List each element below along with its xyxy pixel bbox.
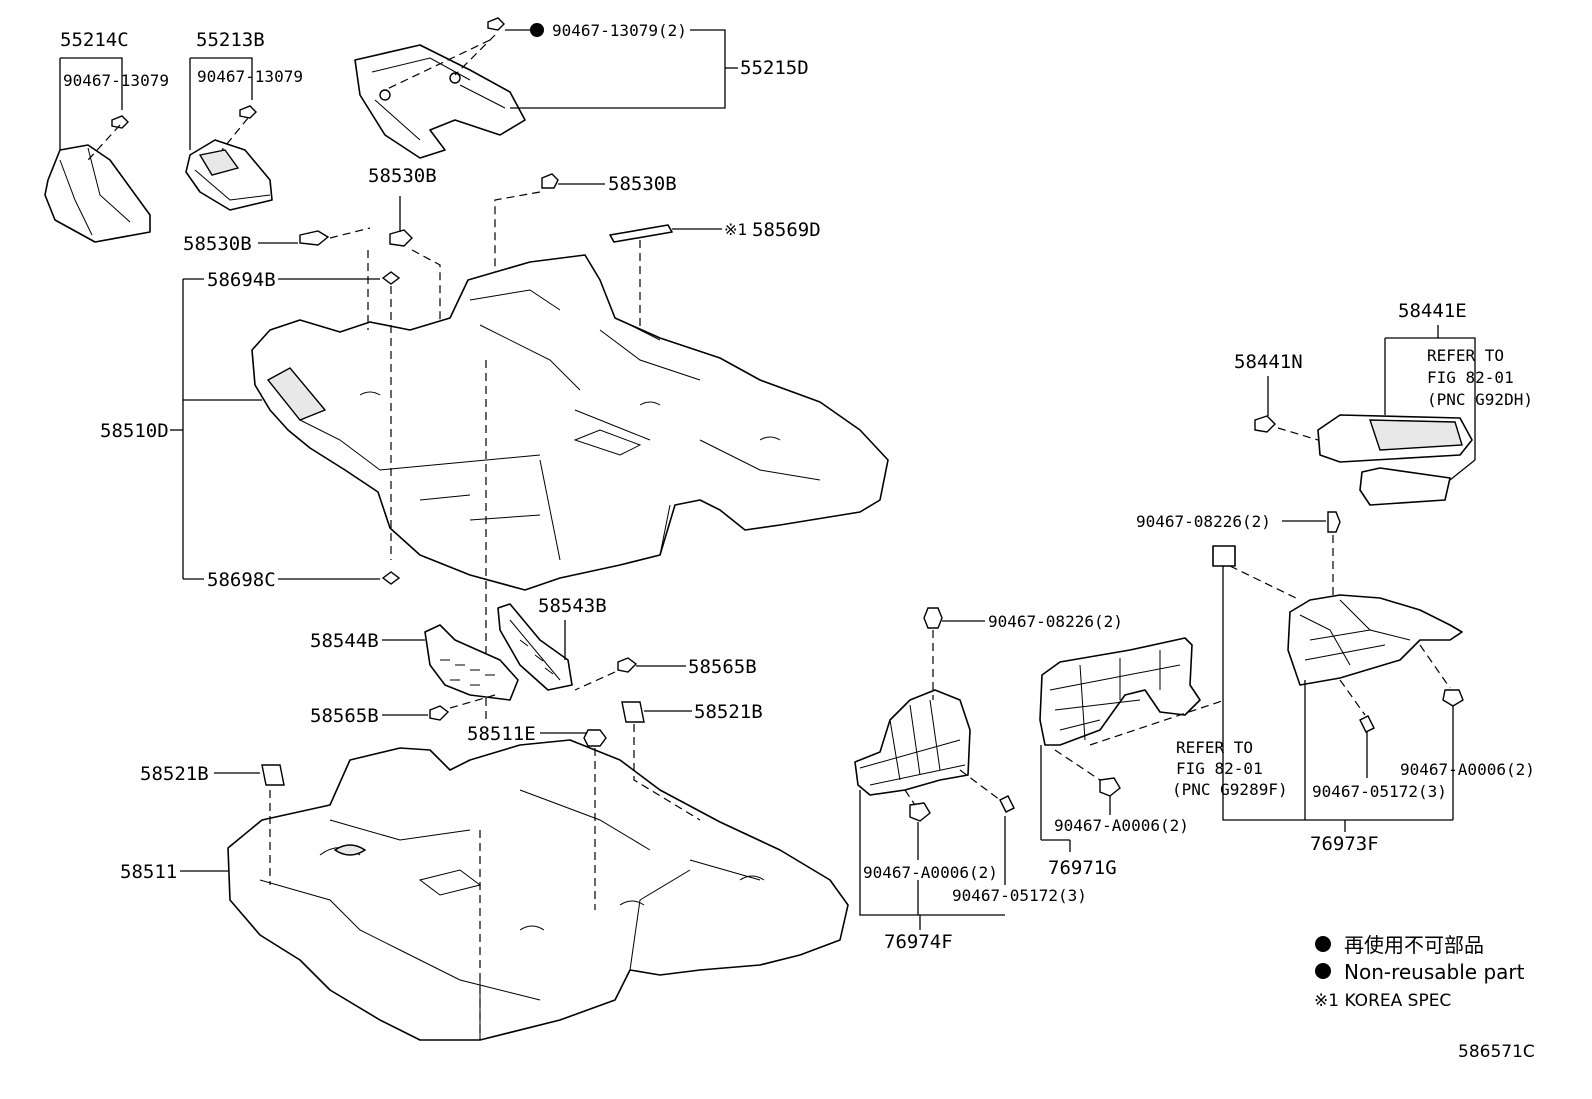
part-55213B-drawing xyxy=(185,105,273,211)
clip-58565B-left xyxy=(382,694,496,721)
label-58521B-left: 58521B xyxy=(140,763,209,785)
label-58521B-right: 58521B xyxy=(694,701,763,723)
label-55214C: 55214C xyxy=(60,29,129,51)
label-58543B: 58543B xyxy=(538,595,607,617)
label-58511: 58511 xyxy=(120,861,177,883)
label-90467-08226-center: 90467-08226(2) xyxy=(988,612,1123,631)
diagram-id: 586571C xyxy=(1458,1042,1535,1062)
label-90467-A0006-mid: 90467-A0006(2) xyxy=(1054,816,1189,835)
part-55215D-drawing xyxy=(354,17,526,159)
label-58544B: 58544B xyxy=(310,630,379,652)
label-90467-A0006-left: 90467-A0006(2) xyxy=(863,863,998,882)
legend-line2: Non-reusable part xyxy=(1344,960,1525,984)
label-76973F: 76973F xyxy=(1310,833,1379,855)
legend-line3: ※1 KOREA SPEC xyxy=(1314,991,1451,1011)
clip-58698C xyxy=(278,571,401,585)
legend-line1: 再使用不可部品 xyxy=(1344,933,1484,957)
label-58565B-right: 58565B xyxy=(688,656,757,678)
label-58441E: 58441E xyxy=(1398,300,1467,322)
non-reusable-dot xyxy=(530,23,544,37)
part-58441E-drawing xyxy=(1317,325,1476,506)
label-58530B-center: 58530B xyxy=(368,165,437,187)
part-58510D-carpet xyxy=(251,254,889,591)
part-76973F-drawing xyxy=(1212,511,1464,832)
label-76974F: 76974F xyxy=(884,931,953,953)
part-76974F-drawing xyxy=(854,607,1015,930)
label-90467-13079-b: 90467-13079 xyxy=(197,67,303,86)
label-58694B: 58694B xyxy=(207,269,276,291)
label-refer2-l2: FIG 82-01 xyxy=(1176,759,1263,778)
label-90467-A0006-right: 90467-A0006(2) xyxy=(1400,760,1535,779)
label-58569D-mark: ※1 xyxy=(724,220,747,239)
label-58569D: 58569D xyxy=(752,219,821,241)
legend: 再使用不可部品 Non-reusable part ※1 KOREA SPEC xyxy=(1314,933,1525,1011)
label-90467-05172-left: 90467-05172(3) xyxy=(952,886,1087,905)
clip-58565B-right xyxy=(574,657,686,691)
label-58565B-left: 58565B xyxy=(310,705,379,727)
label-58441N: 58441N xyxy=(1234,351,1303,373)
clip-58511E xyxy=(540,729,607,910)
part-58543B-drawing xyxy=(497,603,573,691)
label-76971G: 76971G xyxy=(1048,857,1117,879)
label-58530B-left: 58530B xyxy=(183,233,252,255)
clip-58530B-right xyxy=(494,173,605,300)
label-refer1-l3: (PNC G92DH) xyxy=(1427,390,1533,409)
part-58511-carpet xyxy=(227,739,849,1041)
label-90467-13079-2: 90467-13079(2) xyxy=(552,21,687,40)
label-58511E: 58511E xyxy=(467,723,536,745)
label-55215D: 55215D xyxy=(740,57,809,79)
label-refer2-l1: REFER TO xyxy=(1176,738,1253,757)
label-90467-08226-right: 90467-08226(2) xyxy=(1136,512,1271,531)
clip-58694B xyxy=(278,271,401,560)
part-76971G-drawing xyxy=(1039,637,1226,852)
label-refer1-l2: FIG 82-01 xyxy=(1427,368,1514,387)
part-58544B-drawing xyxy=(382,624,519,701)
clip-58530B-left xyxy=(258,227,371,246)
label-58510D: 58510D xyxy=(100,420,169,442)
label-90467-05172-right: 90467-05172(3) xyxy=(1312,782,1447,801)
legend-dot-1 xyxy=(1315,936,1331,952)
labels: 55214C 90467-13079 55213B 90467-13079 90… xyxy=(60,21,1535,953)
clip-58521B-left xyxy=(214,764,285,885)
label-refer1-l1: REFER TO xyxy=(1427,346,1504,365)
label-refer2-l3: (PNC G9289F) xyxy=(1172,780,1288,799)
part-55214C-drawing xyxy=(44,115,151,243)
label-58530B-right: 58530B xyxy=(608,173,677,195)
label-55213B: 55213B xyxy=(196,29,265,51)
clip-58521B-right xyxy=(621,701,701,821)
clip-58441N xyxy=(1254,376,1319,441)
legend-dot-2 xyxy=(1315,963,1331,979)
label-90467-13079-a: 90467-13079 xyxy=(63,71,169,90)
label-58698C: 58698C xyxy=(207,569,276,591)
